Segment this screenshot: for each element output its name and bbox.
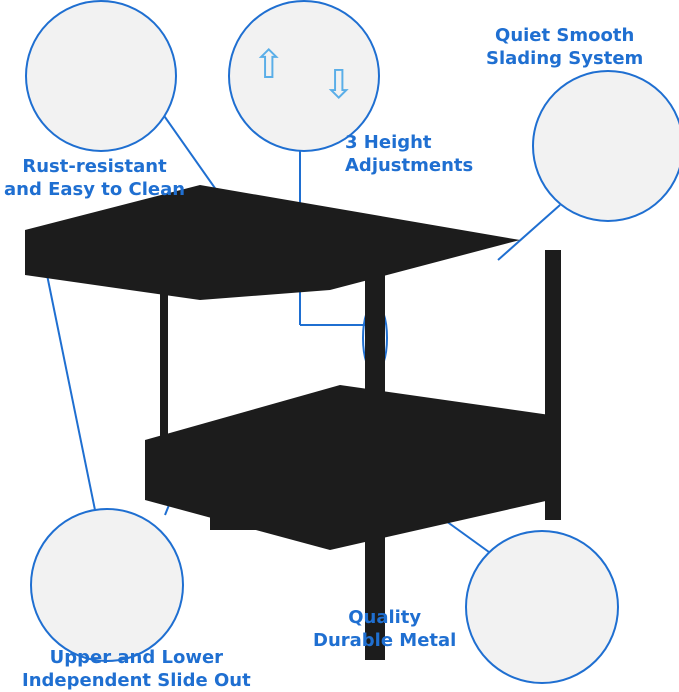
arrow-down-icon: ⇩: [322, 62, 356, 108]
rack: [25, 185, 561, 660]
pantry-detail-circle: [30, 508, 184, 662]
arrow-up-icon: ⇧: [252, 42, 286, 88]
height-detail-circle: ⇧ ⇩: [228, 0, 380, 152]
slide-rail-detail-circle: [532, 70, 679, 222]
metal-detail-circle: [465, 530, 619, 684]
clean-detail-circle: [25, 0, 177, 152]
